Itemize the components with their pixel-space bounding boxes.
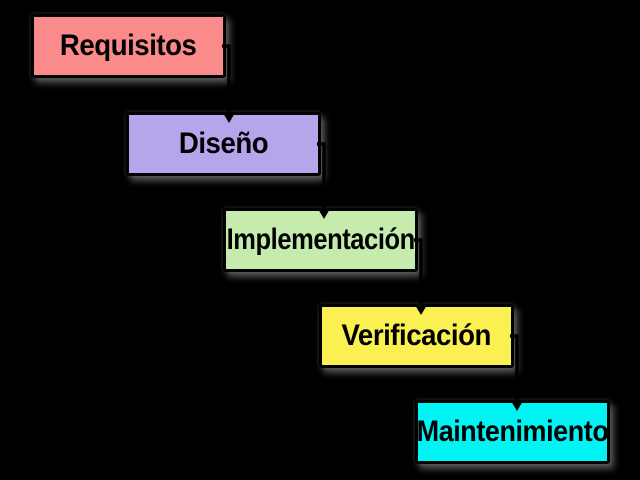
stage-label-diseno: Diseño xyxy=(178,127,269,160)
stage-box-diseno: Diseño xyxy=(126,112,321,176)
stage-label-maintenimiento: Maintenimiento xyxy=(416,415,609,448)
stage-box-implementacion: Implementación xyxy=(223,208,418,272)
stage-label-requisitos: Requisitos xyxy=(60,29,197,62)
stage-box-maintenimiento: Maintenimiento xyxy=(415,400,610,464)
stage-label-verificacion: Verificación xyxy=(341,319,492,352)
stage-box-verificacion: Verificación xyxy=(319,304,514,368)
stage-label-implementacion: Implementación xyxy=(226,223,415,256)
stage-box-requisitos: Requisitos xyxy=(31,14,226,78)
